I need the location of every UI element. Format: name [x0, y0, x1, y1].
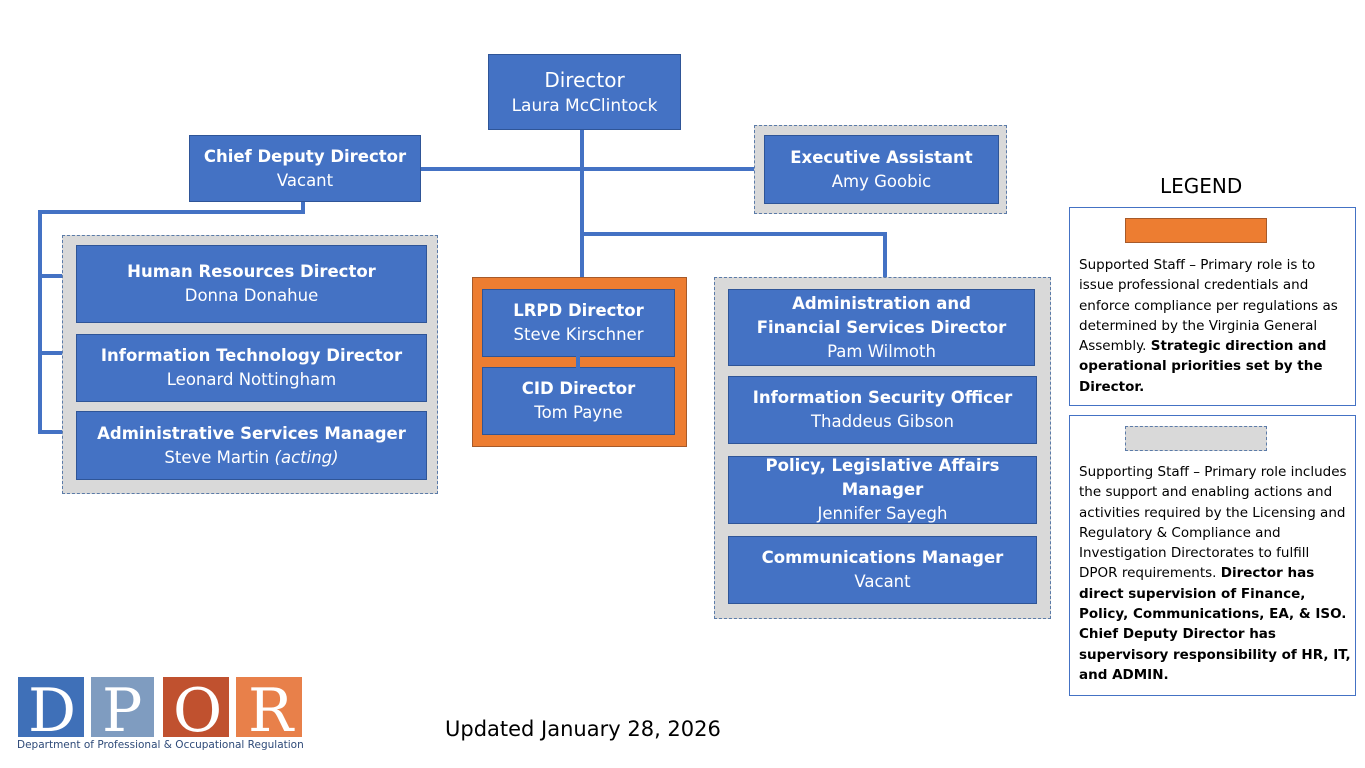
admin-services-title: Administrative Services Manager	[97, 423, 406, 443]
chief-deputy-title: Chief Deputy Director	[203, 146, 407, 166]
chief-deputy-name: Vacant	[276, 170, 334, 190]
connector-line	[38, 274, 78, 278]
supporting-bold-text: Director has direct supervision of Finan…	[1079, 565, 1351, 683]
logo-letter-p: P	[91, 677, 154, 737]
cid-director-name: Tom Payne	[534, 403, 623, 422]
executive-assistant-name: Amy Goobic	[831, 171, 932, 191]
updated-date: Updated January 28, 2026	[445, 717, 721, 741]
connector-line	[38, 210, 305, 214]
hr-director-box[interactable]: Human Resources Director Donna Donahue	[76, 245, 427, 323]
logo-caption: Department of Professional & Occupationa…	[17, 739, 304, 751]
it-director-title: Information Technology Director	[100, 346, 403, 365]
admin-services-box[interactable]: Administrative Services Manager Steve Ma…	[76, 411, 427, 480]
it-director-box[interactable]: Information Technology Director Leonard …	[76, 334, 427, 402]
admin-services-name: Steve Martin	[164, 447, 270, 467]
chief-deputy-box[interactable]: Chief Deputy Director Vacant	[189, 135, 421, 202]
cid-director-title: CID Director	[521, 379, 636, 398]
info-security-box[interactable]: Information Security Officer Thaddeus Gi…	[728, 376, 1037, 444]
admin-services-name-line: Steve Martin (acting)	[164, 446, 338, 470]
connector-line	[38, 430, 78, 434]
connector-line	[883, 232, 887, 290]
supported-bold-text: Strategic direction and operational prio…	[1079, 338, 1327, 395]
policy-manager-name: Jennifer Sayegh	[817, 504, 948, 523]
cid-director-box[interactable]: CID Director Tom Payne	[482, 367, 675, 435]
legend-supporting-box: Supporting Staff – Primary role includes…	[1069, 415, 1356, 696]
connector-line	[576, 356, 580, 368]
info-security-title: Information Security Officer	[752, 388, 1013, 407]
policy-manager-title: Policy, Legislative Affairs Manager	[765, 456, 1000, 499]
executive-assistant-box[interactable]: Executive Assistant Amy Goobic	[764, 135, 999, 204]
hr-director-title: Human Resources Director	[127, 262, 376, 281]
policy-manager-box[interactable]: Policy, Legislative Affairs Manager Jenn…	[728, 456, 1037, 524]
supported-text: Supported Staff – Primary role is to iss…	[1079, 257, 1338, 355]
legend-supported-box: Supported Staff – Primary role is to iss…	[1069, 207, 1356, 406]
connector-line	[38, 210, 42, 434]
logo-letter-r: R	[236, 677, 302, 737]
connector-line	[580, 232, 887, 236]
admin-financial-title: Administration and Financial Services Di…	[756, 293, 1007, 337]
info-security-name: Thaddeus Gibson	[810, 412, 955, 431]
lrpd-director-title: LRPD Director	[513, 301, 644, 320]
director-name: Laura McClintock	[511, 96, 658, 116]
connector-line	[301, 200, 305, 213]
logo-letter-d: D	[18, 677, 84, 737]
supported-description: Supported Staff – Primary role is to iss…	[1079, 255, 1351, 397]
supporting-text: Supporting Staff – Primary role includes…	[1079, 464, 1347, 582]
lrpd-director-box[interactable]: LRPD Director Steve Kirschner	[482, 289, 675, 357]
connector-line	[38, 351, 78, 355]
admin-financial-box[interactable]: Administration and Financial Services Di…	[728, 289, 1035, 366]
it-director-name: Leonard Nottingham	[166, 370, 337, 389]
supported-swatch	[1125, 218, 1267, 243]
logo-letter-o: O	[163, 677, 229, 737]
connector-line	[419, 167, 765, 171]
director-box[interactable]: Director Laura McClintock	[488, 54, 681, 130]
admin-financial-name: Pam Wilmoth	[827, 341, 936, 361]
executive-assistant-title: Executive Assistant	[790, 147, 973, 167]
communications-manager-name: Vacant	[854, 572, 911, 591]
legend-title: LEGEND	[1160, 174, 1243, 198]
supporting-description: Supporting Staff – Primary role includes…	[1079, 462, 1351, 685]
communications-manager-title: Communications Manager	[761, 548, 1004, 567]
lrpd-director-name: Steve Kirschner	[513, 325, 644, 344]
acting-note: (acting)	[274, 447, 339, 467]
director-title: Director	[544, 68, 625, 92]
supporting-swatch	[1125, 426, 1267, 451]
connector-line	[580, 128, 584, 290]
hr-director-name: Donna Donahue	[184, 286, 319, 305]
communications-manager-box[interactable]: Communications Manager Vacant	[728, 536, 1037, 604]
